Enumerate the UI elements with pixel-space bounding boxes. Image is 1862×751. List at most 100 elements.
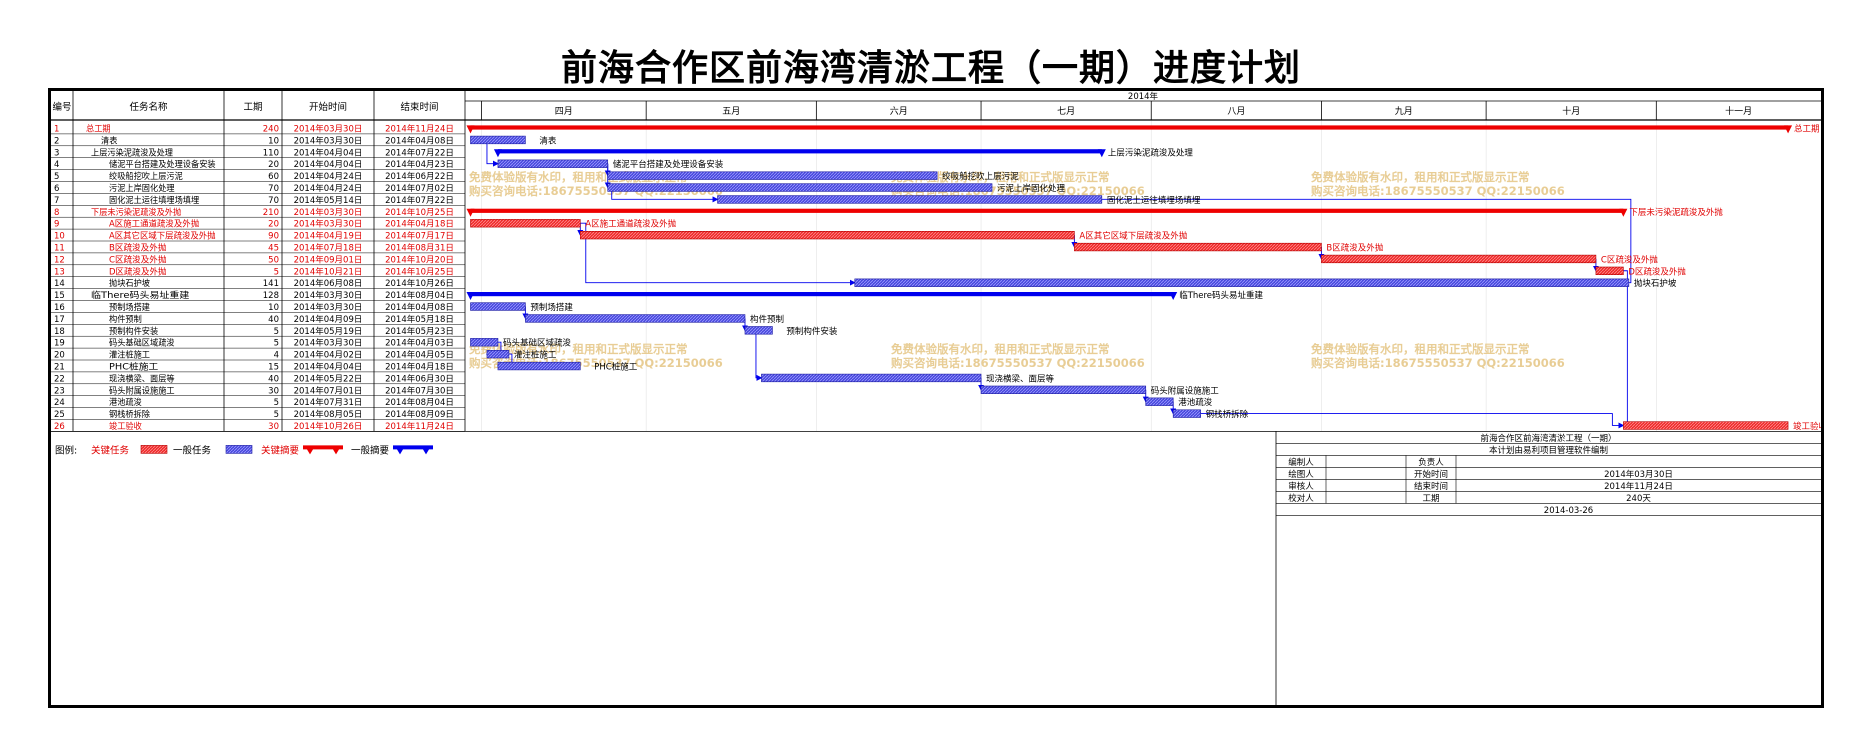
bars-layer: 总工期清表上层污染泥疏浚及处理储泥平台搭建及处理设备安装绞吸船挖吹上层污泥污泥上… <box>466 123 1821 432</box>
watermark-line2: 购买咨询电话:18675550537 QQ:22150066 <box>1311 184 1565 198</box>
row-start: 2014年05月14日 <box>294 195 363 206</box>
timeline-year: 2014年 <box>1128 91 1159 102</box>
summary-end-cap <box>1784 125 1793 134</box>
legend-normal-task-label: 一般任务 <box>173 444 212 456</box>
row-id: 25 <box>54 410 65 420</box>
watermark-line1: 免费体验版有水印，租用和正式版显示正常 <box>1311 170 1530 184</box>
bar-label: 下层未污染泥疏浚及外抛 <box>1629 207 1723 218</box>
row-duration: 141 <box>263 279 279 289</box>
row-duration: 4 <box>274 351 279 361</box>
row-name: B区疏浚及外抛 <box>109 242 167 253</box>
bar-label: 码头基础区域疏浚 <box>503 338 572 349</box>
watermark-line2: 购买咨询电话:18675550537 QQ:22150066 <box>1311 356 1565 370</box>
row-name: 临There码头易址重建 <box>91 290 190 301</box>
info-cell: 240天 <box>1626 494 1651 504</box>
row-duration: 5 <box>274 410 279 420</box>
bar-label: 总工期 <box>1794 123 1820 134</box>
bar-label: A区其它区域下层疏浚及外抛 <box>1079 231 1187 242</box>
row-end: 2014年11月24日 <box>385 421 454 432</box>
dependency-link <box>580 222 856 286</box>
month-label: 六月 <box>890 105 908 117</box>
task-bar <box>497 159 609 168</box>
summary-bar <box>470 292 1174 297</box>
row-end: 2014年07月17日 <box>385 231 454 242</box>
bar-label: 灌注桩施工 <box>514 350 557 361</box>
month-label: 八月 <box>1227 106 1245 117</box>
row-start: 2014年03月30日 <box>294 207 363 218</box>
row-id: 13 <box>54 267 65 277</box>
row-name: 污泥上岸固化处理 <box>109 183 175 194</box>
row-end: 2014年11月24日 <box>385 123 454 134</box>
row-end: 2014年04月05日 <box>385 350 454 361</box>
task-bar <box>1172 409 1201 418</box>
task-bar <box>579 231 1075 240</box>
row-name: 钢栈桥拆除 <box>109 409 150 420</box>
row-start: 2014年04月04日 <box>294 361 363 372</box>
row-name: 固化泥土运往填埋场填埋 <box>109 195 200 206</box>
bar-label: D区疏浚及外抛 <box>1628 266 1686 277</box>
row-start: 2014年04月24日 <box>294 183 363 194</box>
row-duration: 128 <box>263 291 279 301</box>
row-id: 6 <box>54 184 59 194</box>
bar-label: 竣工验收 <box>1793 421 1821 432</box>
month-label: 十一月 <box>1725 105 1752 117</box>
task-bar <box>607 171 938 180</box>
info-title: 前海合作区前海湾清淤工程（一期） <box>1480 433 1616 444</box>
dependency-link <box>755 329 773 381</box>
info-cell: 工期 <box>1422 494 1439 504</box>
page-title: 前海合作区前海湾清淤工程（一期）进度计划 <box>560 47 1301 89</box>
row-start: 2014年04月04日 <box>294 147 363 158</box>
row-start: 2014年10月21日 <box>294 266 363 277</box>
summary-bar <box>470 125 1789 130</box>
watermark-line1: 免费体验版有水印，租用和正式版显示正常 <box>469 342 688 356</box>
row-name: 预制构件安装 <box>109 326 159 337</box>
info-cell: 结束时间 <box>1414 481 1448 492</box>
row-name: C区疏浚及外抛 <box>109 254 167 265</box>
row-id: 4 <box>54 160 59 170</box>
row-duration: 20 <box>268 160 279 170</box>
row-end: 2014年04月18日 <box>385 361 454 372</box>
row-id: 1 <box>54 124 59 134</box>
row-end: 2014年10月25日 <box>385 207 454 218</box>
watermark-line2: 购买咨询电话:18675550537 QQ:22150066 <box>891 356 1145 370</box>
row-duration: 5 <box>274 339 279 349</box>
row-start: 2014年04月19日 <box>294 231 363 242</box>
row-end: 2014年10月20日 <box>385 254 454 265</box>
row-id: 14 <box>54 279 65 289</box>
task-bar <box>1623 421 1789 430</box>
row-id: 5 <box>54 172 59 182</box>
row-start: 2014年03月30日 <box>294 290 363 301</box>
legend-critical-summary-label: 关键摘要 <box>261 444 299 456</box>
row-duration: 10 <box>268 303 279 313</box>
row-id: 3 <box>54 148 59 158</box>
row-name: 抛块石护坡 <box>109 278 150 289</box>
row-duration: 5 <box>274 267 279 277</box>
info-box-layer: 前海合作区前海湾清淤工程（一期）本计划由易利项目管理软件编制编制人负责人绘图人开… <box>1275 431 1821 705</box>
task-bar <box>470 219 581 228</box>
row-end: 2014年04月03日 <box>385 338 454 349</box>
bar-label: 清表 <box>539 135 557 146</box>
row-start: 2014年03月30日 <box>294 135 363 146</box>
row-id: 8 <box>54 208 59 218</box>
row-name: 港池疏浚 <box>109 397 142 408</box>
row-start: 2014年03月30日 <box>294 123 363 134</box>
summary-end-cap <box>1097 149 1106 158</box>
row-end: 2014年04月08日 <box>385 135 454 146</box>
row-id: 26 <box>54 422 65 432</box>
row-end: 2014年07月30日 <box>385 385 454 396</box>
header-id: 编号 <box>52 101 71 113</box>
row-name: 上层污染泥疏浚及处理 <box>91 147 173 158</box>
row-id: 22 <box>54 374 65 384</box>
row-duration: 90 <box>268 232 279 242</box>
row-start: 2014年03月30日 <box>294 338 363 349</box>
header-end: 结束时间 <box>400 101 438 113</box>
row-end: 2014年07月22日 <box>385 195 454 206</box>
task-bar <box>854 278 1630 287</box>
row-duration: 45 <box>268 243 279 253</box>
row-start: 2014年03月30日 <box>294 302 363 313</box>
row-end: 2014年10月26日 <box>385 278 454 289</box>
row-name: 总工期 <box>86 123 111 134</box>
legend-critical-task-swatch <box>140 445 168 454</box>
